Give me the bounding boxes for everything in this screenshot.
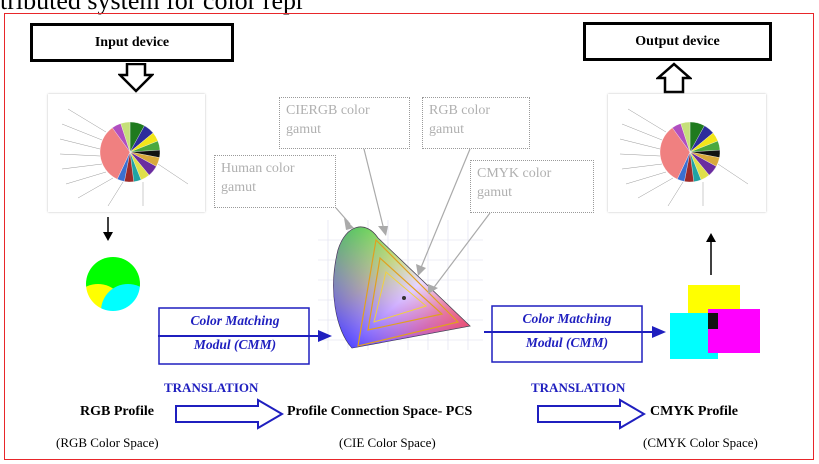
output-device-label: Output device (635, 33, 720, 49)
input-device-label: Input device (94, 34, 170, 50)
up-arrow-icon (706, 233, 716, 275)
input-pie-chart-panel (48, 94, 205, 212)
cmyk-subtractive-squares-icon (668, 283, 762, 363)
cmm-right-label: Color Matching Modul (CMM) (494, 307, 640, 355)
heading-fragment: tributed system for color repr (0, 0, 305, 15)
pcs-profile-label: Profile Connection Space- PCS (287, 404, 473, 419)
ciergb-gamut-label: CIERGB color gamut (279, 97, 410, 149)
human-gamut-line2: gamut (221, 180, 256, 195)
cmyk-gamut-label: CMYK color gamut (470, 160, 594, 213)
cie-space-label: (CIE Color Space) (339, 435, 436, 450)
cmm-left-arrow (158, 307, 332, 365)
diagram-frame (4, 13, 814, 460)
pie-slice (120, 121, 131, 153)
rgb-gamut-line2: gamut (429, 122, 464, 137)
cmm-right-arrow (484, 305, 666, 363)
cie-chromaticity-diagram (308, 210, 490, 362)
output-pie-chart-panel (608, 94, 766, 212)
rgb-gamut-line1: RGB color (429, 103, 491, 118)
translation-left-arrow-icon (175, 398, 284, 430)
ciergb-gamut-line2: gamut (286, 122, 321, 137)
cmyk-profile-label: CMYK Profile (650, 404, 738, 419)
down-hollow-arrow-icon (118, 63, 154, 93)
translation-left-label: TRANSLATION (164, 380, 259, 395)
rgb-additive-circles-icon (71, 257, 155, 338)
cmm-right-line1: Color Matching (522, 311, 612, 326)
rgb-gamut-label: RGB color gamut (422, 97, 530, 149)
human-gamut-label: Human color gamut (214, 155, 336, 208)
input-pie-chart (59, 108, 189, 207)
ciergb-gamut-line1: CIERGB color (286, 103, 370, 118)
pie-slice (659, 127, 691, 180)
pie-slice (99, 127, 131, 180)
output-pie-chart (619, 108, 749, 207)
cmm-right-line2: Modul (CMM) (525, 335, 609, 350)
cmm-left-label: Color Matching Modul (CMM) (162, 309, 308, 357)
chromaticity-svg (318, 220, 483, 350)
cmyk-space-label: (CMYK Color Space) (643, 435, 758, 450)
translation-right-label: TRANSLATION (531, 380, 626, 395)
output-device-box: Output device (583, 22, 772, 61)
input-device-box: Input device (30, 23, 234, 62)
cmyk-gamut-line1: CMYK color (477, 166, 552, 181)
human-gamut-line1: Human color (221, 161, 295, 176)
rgb-profile-label: RGB Profile (80, 404, 155, 419)
pie-slice (680, 121, 691, 153)
down-arrow-icon (103, 217, 113, 241)
cmyk-gamut-line2: gamut (477, 185, 512, 200)
rgb-space-label: (RGB Color Space) (56, 435, 159, 450)
up-hollow-arrow-icon (656, 62, 692, 94)
cmm-left-line2: Modul (CMM) (193, 337, 277, 352)
cmm-left-line1: Color Matching (190, 313, 280, 328)
translation-right-arrow-icon (537, 398, 646, 430)
